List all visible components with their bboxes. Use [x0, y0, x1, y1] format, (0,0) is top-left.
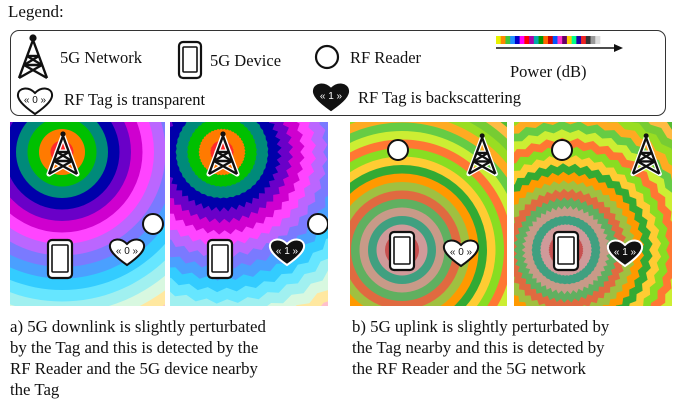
colorbar-segment: [557, 36, 563, 44]
panel-uplink-tag-backscattering: « 1 »: [514, 122, 672, 306]
legend-box: [10, 30, 666, 116]
tag-backscatter-icon: « 1 »: [606, 239, 644, 268]
svg-text:« 0 »: « 0 »: [450, 247, 473, 258]
caption-a: a) 5G downlink is slightly perturbated b…: [10, 316, 340, 400]
caption-a-line: RF Reader and the 5G device nearby: [10, 359, 258, 378]
colorbar-segment: [571, 36, 577, 44]
colorbar-segment: [519, 36, 525, 44]
legend-tag-backscatter-label: RF Tag is backscattering: [358, 88, 522, 107]
reader-icon: [551, 139, 573, 161]
caption-a-line: the Tag: [10, 380, 60, 399]
panel-downlink-tag-transparent: « 0 »: [10, 122, 165, 306]
tag-backscatter-icon: « 1 »: [268, 238, 306, 267]
colorbar-arrowhead: [614, 44, 623, 52]
legend-device-label: 5G Device: [210, 51, 282, 70]
legend-title: Legend:: [8, 2, 64, 21]
phone-icon: [46, 238, 74, 280]
colorbar-segment: [590, 36, 596, 44]
reader-icon: [142, 213, 164, 235]
colorbar-segment: [595, 36, 601, 44]
legend-tag-transparent-label: RF Tag is transparent: [64, 90, 206, 109]
caption-a-line: a) 5G downlink is slightly perturbated: [10, 317, 266, 336]
svg-text:« 1 »: « 1 »: [614, 247, 637, 258]
colorbar-segment: [510, 36, 516, 44]
colorbar-segment: [496, 36, 502, 44]
colorbar-segment: [581, 36, 587, 44]
legend-network-label: 5G Network: [60, 48, 143, 67]
tower-icon: [46, 131, 80, 177]
svg-text:« 1 »: « 1 »: [276, 246, 299, 257]
colorbar-segment: [514, 36, 520, 44]
panel-uplink-tag-transparent: « 0 »: [350, 122, 507, 306]
colorbar-segment: [533, 36, 539, 44]
caption-b-line: the Tag nearby and this is detected by: [352, 338, 605, 357]
colorbar-segment: [585, 36, 591, 44]
phone-icon: [388, 230, 416, 272]
colorbar-segment: [548, 36, 554, 44]
reader-icon: [314, 44, 340, 75]
svg-text:« 0 »: « 0 »: [116, 246, 139, 257]
tower-icon: [16, 34, 50, 85]
caption-b: b) 5G uplink is slightly perturbated by …: [352, 316, 682, 379]
phone-icon: [552, 230, 580, 272]
reader-icon: [307, 213, 328, 235]
colorbar-segment: [576, 36, 582, 44]
colorbar-segment: [543, 36, 549, 44]
svg-text:« 0 »: « 0 »: [24, 95, 47, 106]
tag-transparent-icon: « 0 »: [442, 239, 480, 268]
reader-icon: [387, 139, 409, 161]
tower-icon: [630, 133, 662, 177]
panel-downlink-tag-backscattering: « 1 »: [170, 122, 328, 306]
caption-b-line: b) 5G uplink is slightly perturbated by: [352, 317, 610, 336]
phone-icon: [206, 238, 234, 280]
caption-b-line: the RF Reader and the 5G network: [352, 359, 586, 378]
colorbar-segment: [500, 36, 506, 44]
tower-icon: [466, 133, 498, 177]
power-colorbar: [496, 36, 624, 57]
legend-power-label: Power (dB): [510, 62, 587, 81]
colorbar-segment: [538, 36, 544, 44]
colorbar-segment: [524, 36, 530, 44]
tag-transparent-icon: « 0 »: [108, 238, 146, 267]
tag-transparent-icon: « 0 »: [16, 86, 54, 121]
caption-a-line: by the Tag and this is detected by the: [10, 338, 259, 357]
phone-icon: [177, 40, 203, 85]
colorbar-segment: [505, 36, 511, 44]
legend-reader-label: RF Reader: [350, 48, 422, 67]
colorbar-segment: [562, 36, 568, 44]
colorbar-segment: [552, 36, 558, 44]
colorbar-segment: [566, 36, 572, 44]
colorbar-segment: [529, 36, 535, 44]
tower-icon: [206, 131, 240, 177]
svg-text:« 1 »: « 1 »: [320, 91, 343, 102]
tag-backscatter-icon: « 1 »: [312, 82, 350, 117]
